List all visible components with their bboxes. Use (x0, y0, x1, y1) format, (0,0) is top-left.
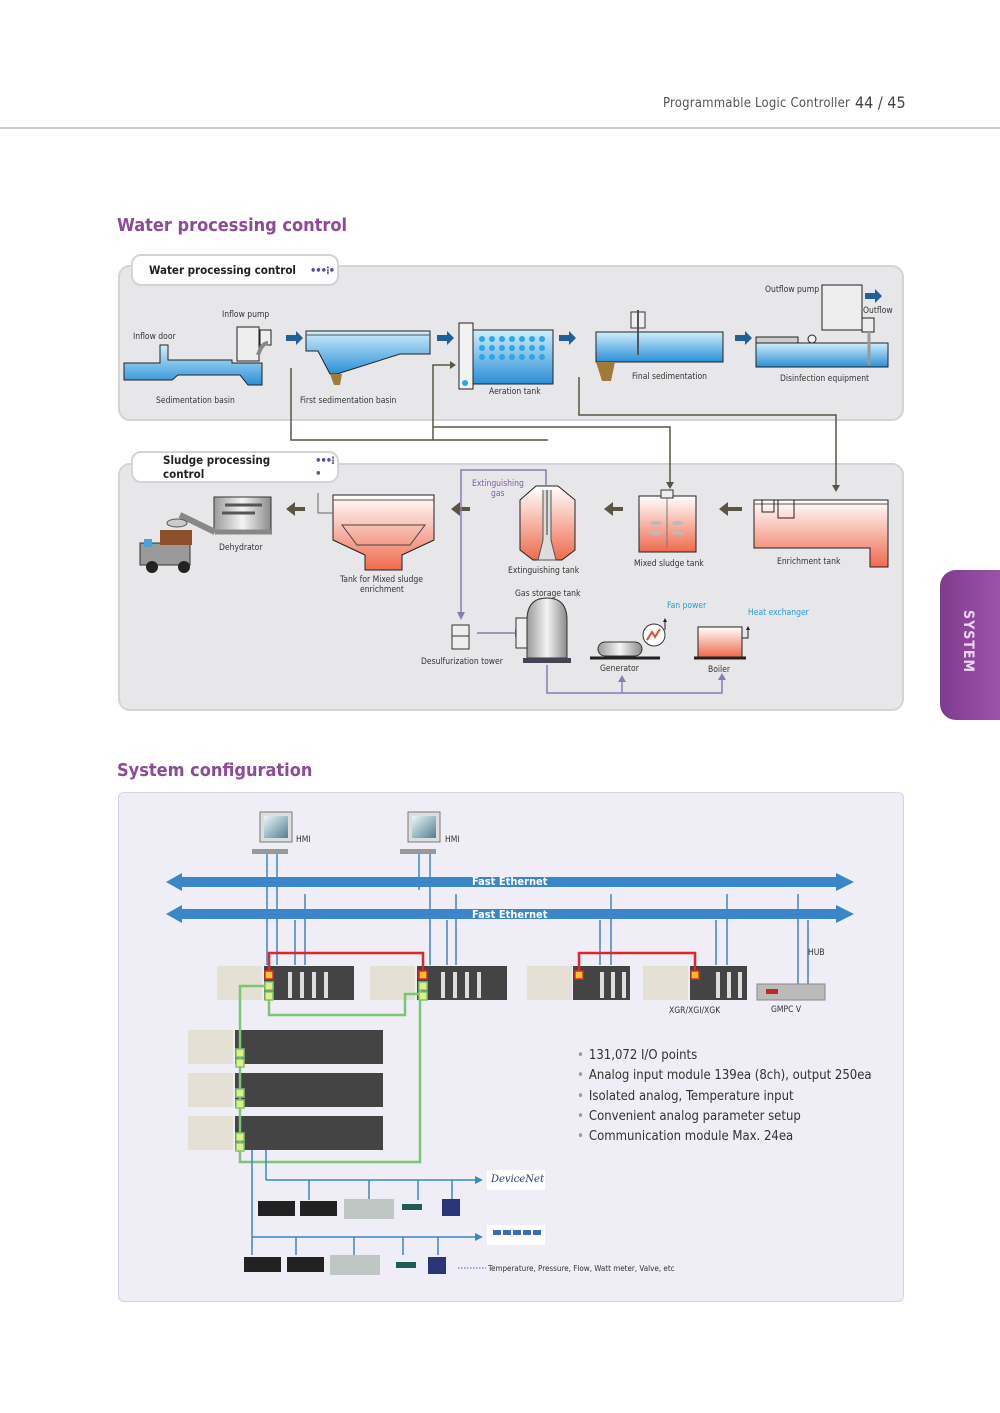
label-extinguishing-gas-2: gas (491, 489, 505, 499)
document-title: Programmable Logic Controller (663, 96, 850, 111)
hmi-computer-1 (252, 811, 293, 854)
flow-dots-icon: •••⁝• (309, 263, 335, 277)
label-fan-power: Fan power (667, 601, 707, 611)
plc-rack-1 (217, 966, 354, 1000)
mixed-sludge-enrichment-tank (317, 493, 435, 571)
flow-dots-icon: •••⁝• (315, 454, 335, 480)
sedimentation-basin (123, 326, 272, 386)
label-generator: Generator (600, 664, 639, 674)
boiler (694, 626, 750, 660)
label-final-sedimentation: Final sedimentation (632, 372, 707, 382)
label-fast-ethernet-1: Fast Ethernet (472, 875, 548, 888)
label-mixed-sludge-enrichment-2: enrichment (360, 585, 404, 595)
water-flow-arrows (286, 289, 882, 345)
field-devices-devicenet (258, 1199, 460, 1219)
gas-storage-tank (515, 597, 571, 663)
label-mixed-sludge-enrichment-1: Tank for Mixed sludge (340, 575, 423, 585)
disinfection-equipment (755, 284, 889, 368)
expansion-links (238, 984, 423, 1164)
devicenet-logo-bg (487, 1170, 545, 1190)
final-sedimentation-tank (595, 310, 724, 381)
desulfurization-tower (451, 624, 470, 650)
rnet-logo (487, 1225, 545, 1245)
label-disinfection-equipment: Disinfection equipment (780, 374, 870, 384)
devicenet-logo: DeviceNet (491, 1174, 544, 1185)
label-enrichment-tank: Enrichment tank (777, 557, 841, 567)
label-inflow-door: Inflow door (133, 332, 176, 342)
header-divider (0, 127, 1000, 129)
feature-item: Communication module Max. 24ea (577, 1127, 872, 1147)
label-sedimentation-basin: Sedimentation basin (156, 396, 235, 406)
plc-rack-2 (370, 966, 507, 1000)
label-outflow: Outflow (863, 306, 893, 316)
feature-item: Isolated analog, Temperature input (577, 1087, 872, 1107)
expansion-rack-3 (188, 1116, 383, 1150)
label-outflow-pump: Outflow pump (765, 285, 820, 295)
label-boiler: Boiler (708, 665, 731, 675)
label-heat-exchanger: Heat exchanger (748, 608, 809, 618)
label-hmi-1: HMI (296, 835, 311, 845)
label-dehydrator: Dehydrator (219, 543, 263, 553)
hmi-computer-2 (400, 811, 441, 854)
gmpc-v-device (756, 983, 826, 1001)
enrichment-tank (753, 499, 889, 568)
water-panel-pill-label: Water processing control (149, 263, 296, 277)
feature-item: 131,072 I/O points (577, 1046, 872, 1066)
page-numbers: 44 / 45 (855, 93, 906, 112)
label-hmi-2: HMI (445, 835, 460, 845)
mixed-sludge-tank (638, 489, 697, 553)
redundancy-links (267, 951, 697, 973)
label-first-sedimentation-basin: First sedimentation basin (300, 396, 397, 406)
config-section-title: System configuration (117, 760, 313, 781)
label-mixed-sludge-tank: Mixed sludge tank (634, 559, 704, 569)
section-tab-label: SYSTEM (960, 610, 976, 673)
first-sedimentation-basin (305, 330, 431, 385)
label-hub: HUB (808, 948, 825, 958)
dehydrator (178, 496, 272, 535)
label-extinguishing-gas-1: Extinguishing (472, 479, 524, 489)
process-diagram (123, 284, 889, 694)
generator (590, 618, 667, 660)
truck (139, 518, 192, 573)
label-plc-model: XGR/XGI/XGK (669, 1006, 721, 1016)
label-field-devices: Temperature, Pressure, Flow, Watt meter,… (488, 1264, 675, 1273)
feature-list: 131,072 I/O points Analog input module 1… (577, 1046, 872, 1147)
label-aeration-tank: Aeration tank (489, 387, 541, 397)
feature-item: Analog input module 139ea (8ch), output … (577, 1066, 872, 1086)
feature-item: Convenient analog parameter setup (577, 1107, 872, 1127)
label-extinguishing-tank: Extinguishing tank (508, 566, 580, 576)
extinguishing-tank (519, 485, 576, 561)
water-section-title: Water processing control (117, 215, 348, 236)
sludge-panel-pill: Sludge processing control •••⁝• (131, 451, 339, 483)
expansion-rack-1 (188, 1030, 383, 1064)
field-network-lines (251, 1150, 475, 1255)
field-devices-rnet (244, 1255, 446, 1275)
gas-lines (460, 469, 723, 694)
label-gas-storage-tank: Gas storage tank (515, 589, 581, 599)
aeration-tank (458, 322, 554, 390)
label-fast-ethernet-2: Fast Ethernet (472, 908, 548, 921)
label-gmpc-v: GMPC V (771, 1005, 802, 1015)
section-tab-system[interactable]: SYSTEM (940, 570, 1000, 720)
expansion-rack-2 (188, 1073, 383, 1107)
fast-ethernet-bus (166, 873, 854, 923)
label-inflow-pump: Inflow pump (222, 310, 270, 320)
label-desulfurization-tower: Desulfurization tower (421, 657, 503, 667)
sludge-panel-pill-label: Sludge processing control (163, 453, 271, 481)
water-panel-pill: Water processing control •••⁝• (131, 254, 339, 286)
sludge-return-lines (290, 364, 837, 485)
